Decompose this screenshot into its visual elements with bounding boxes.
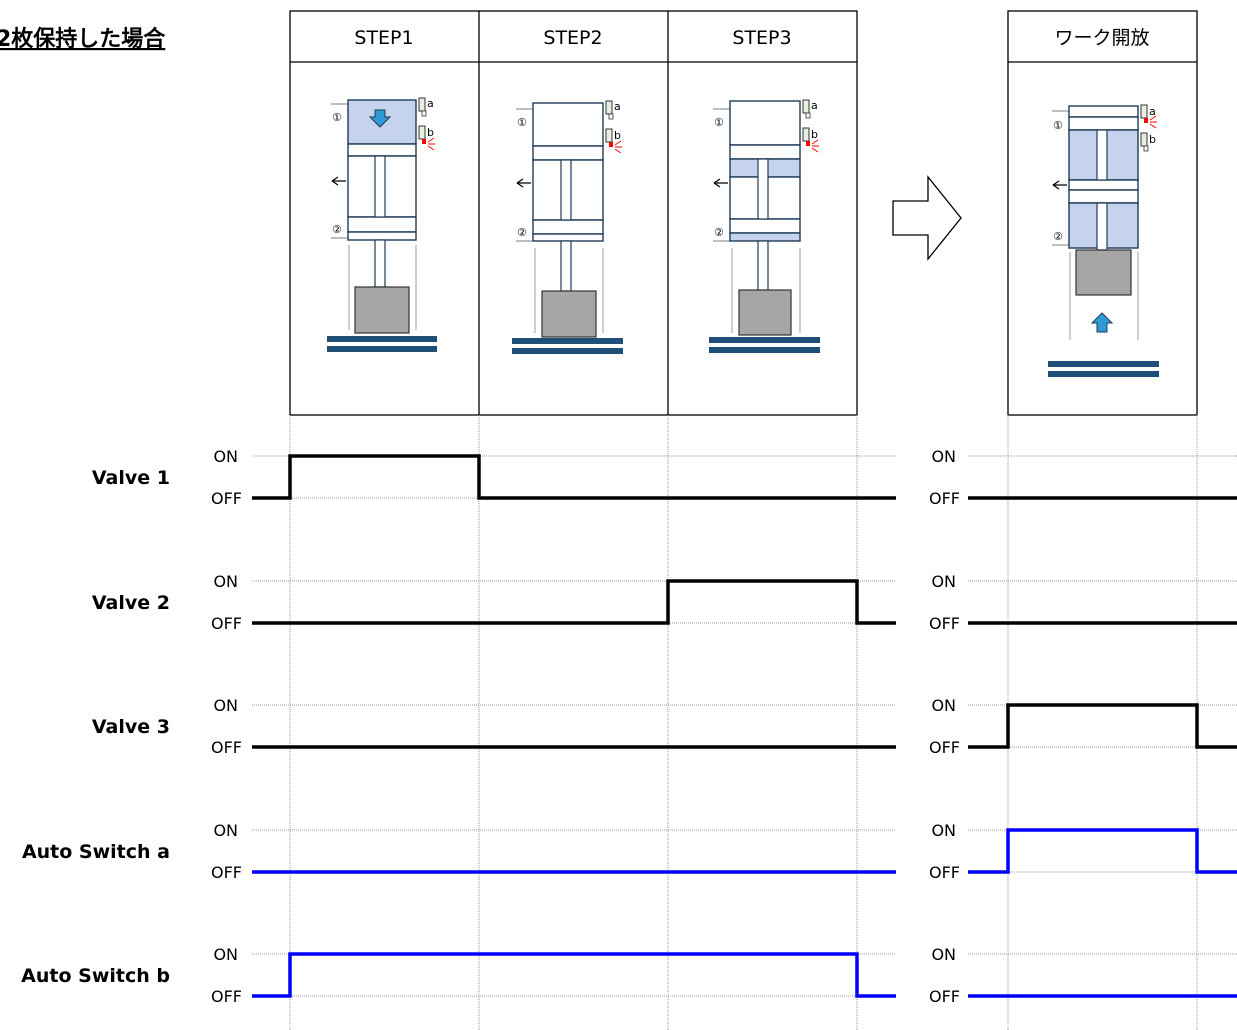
svg-text:①: ① [1053,119,1063,132]
plate [709,347,820,353]
on-label: ON [931,696,956,715]
signal-trace [968,703,1237,749]
timing-signals: Valve 1 ON OFF ON OFF Valve 2 ON OFF ON OFF Valve … [21,447,1237,1006]
cylinder-release: ① ② a b [1048,104,1159,377]
on-label: ON [931,447,956,466]
off-label: OFF [211,738,242,757]
svg-text:b: b [1149,133,1156,146]
on-label: ON [213,696,238,715]
svg-text:①: ① [714,116,724,129]
exhaust-arrow-icon [331,176,346,186]
header-release: ワーク開放 [1054,27,1149,49]
svg-text:②: ② [714,226,724,239]
plate [327,346,437,352]
svg-text:a: a [1149,105,1156,118]
workpiece [738,289,792,336]
signal-name: Valve 3 [92,716,170,738]
exhaust-arrow-icon [516,178,531,188]
workpiece [1075,249,1132,296]
step-panels [289,10,1198,416]
signal-name: Auto Switch b [21,965,170,987]
sensor-active-icon [614,140,622,154]
off-label: OFF [211,987,242,1006]
svg-text:a: a [427,97,434,110]
svg-text:a: a [811,99,818,112]
svg-text:a: a [614,100,621,113]
cylinder-step1: ① ② a b [327,97,437,352]
header-step1: STEP1 [354,27,413,49]
exhaust-arrow-icon [1052,180,1067,190]
signal-trace [252,952,896,998]
page-title: 2枚保持した場合 [0,26,166,52]
header-step2: STEP2 [543,27,602,49]
plate [1048,361,1159,367]
plate [512,338,623,344]
exhaust-arrow-icon [713,178,728,188]
on-label: ON [213,821,238,840]
off-label: OFF [929,987,960,1006]
svg-text:①: ① [517,116,527,129]
svg-text:②: ② [1053,230,1063,243]
up-arrow-icon [1090,312,1114,333]
plate [709,337,820,343]
svg-text:②: ② [332,223,342,236]
timing-gridlines [252,415,1237,1030]
signal-trace [968,828,1237,874]
release-panel [1007,10,1198,416]
off-label: OFF [929,863,960,882]
svg-text:②: ② [517,226,527,239]
off-label: OFF [211,614,242,633]
next-arrow-icon [892,175,962,261]
cylinder-step3: ① ② a b [709,99,820,353]
on-label: ON [931,945,956,964]
off-label: OFF [211,489,242,508]
off-label: OFF [929,489,960,508]
off-label: OFF [929,738,960,757]
on-label: ON [931,572,956,591]
off-label: OFF [211,863,242,882]
workpiece [354,286,410,334]
plate [512,348,623,354]
workpiece [541,290,597,338]
sensor-active-icon [811,139,819,153]
signal-name: Auto Switch a [22,841,170,863]
down-arrow-icon [368,109,392,128]
on-label: ON [931,821,956,840]
svg-text:b: b [811,128,818,141]
plate [1048,371,1159,377]
sensor-active-icon [1149,115,1157,129]
signal-name: Valve 1 [92,467,170,489]
signal-name: Valve 2 [92,592,170,614]
svg-text:①: ① [332,111,342,124]
on-label: ON [213,447,238,466]
off-label: OFF [929,614,960,633]
sensor-active-icon [427,137,435,151]
plate [327,336,437,342]
cylinder-step2: ① ② a b [512,100,623,354]
svg-text:b: b [427,126,434,139]
on-label: ON [213,945,238,964]
on-label: ON [213,572,238,591]
signal-trace [252,454,896,500]
signal-trace [252,579,896,625]
svg-text:b: b [614,129,621,142]
header-step3: STEP3 [732,27,791,49]
